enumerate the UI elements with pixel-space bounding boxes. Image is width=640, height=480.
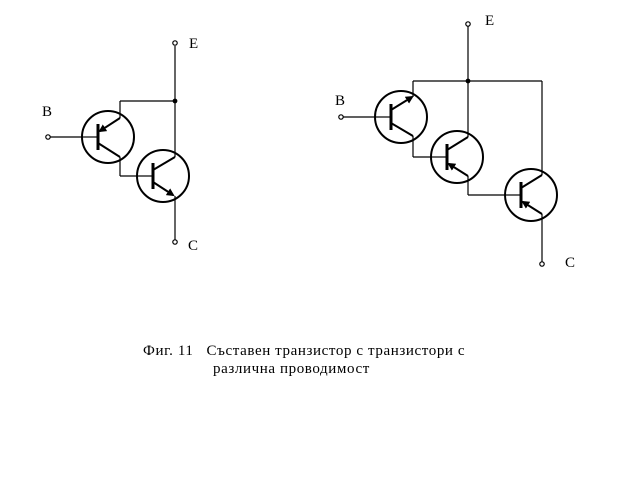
caption-line-1: Фиг. 11 Съставен транзистор с транзистор… (143, 343, 466, 359)
left-transistor-2-npn (136, 149, 190, 203)
caption-line-2: различна проводимост (213, 361, 370, 377)
left-base-label: B (42, 104, 53, 120)
right-b-terminal (338, 114, 344, 120)
right-wiring (343, 26, 543, 262)
left-emitter-label: E (189, 36, 199, 52)
right-collector-label: C (565, 255, 576, 271)
right-transistor-3-pnp (504, 168, 558, 222)
left-wiring (50, 46, 176, 240)
right-transistor-1-npn (374, 90, 428, 144)
left-c-terminal (172, 239, 178, 245)
left-junction-dot (172, 98, 178, 104)
left-e-terminal (172, 40, 178, 46)
left-b-terminal (45, 134, 51, 140)
right-junction-dot (465, 78, 471, 84)
left-transistor-1-pnp (81, 110, 135, 164)
right-transistor-2-pnp (430, 130, 484, 184)
right-e-terminal (465, 21, 471, 27)
right-base-label: B (335, 93, 346, 109)
right-c-terminal (539, 261, 545, 267)
left-collector-label: C (188, 238, 199, 254)
right-emitter-label: E (485, 13, 495, 29)
